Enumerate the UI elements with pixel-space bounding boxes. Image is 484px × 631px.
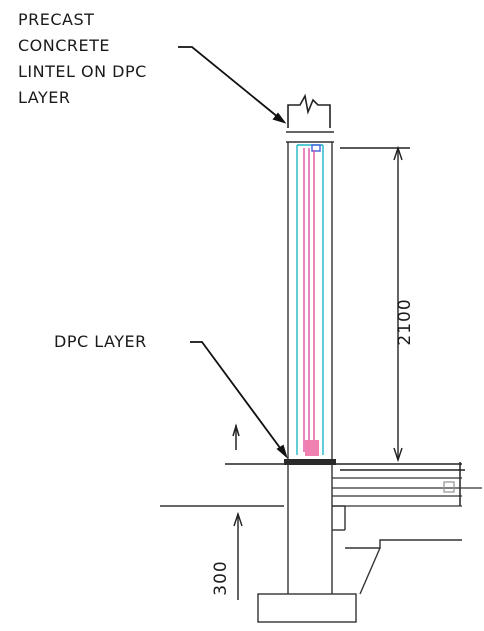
foundation: [160, 464, 462, 623]
wall-frame: [287, 142, 333, 462]
lintel-break-symbol: [287, 93, 331, 128]
door-leaf: [303, 148, 319, 456]
lintel-label-line-3: LINTEL ON DPC: [18, 62, 147, 81]
dimension-2100: [340, 145, 410, 463]
dpc-label: DPC LAYER: [54, 332, 147, 351]
floor-line: [225, 423, 465, 506]
lintel: [286, 131, 334, 143]
floor-slab: [332, 477, 482, 507]
lintel-label-line-2: CONCRETE: [18, 36, 111, 55]
dimension-300-text: 300: [211, 560, 231, 595]
dpc-leader: [190, 341, 288, 459]
lintel-leader: [178, 46, 287, 124]
lintel-label-line-1: PRECAST: [18, 10, 95, 29]
lintel-label-line-4: LAYER: [18, 88, 71, 107]
dimension-300: [233, 511, 243, 600]
dpc-layer-bar: [284, 459, 336, 465]
dimension-2100-text: 2100: [395, 298, 415, 345]
